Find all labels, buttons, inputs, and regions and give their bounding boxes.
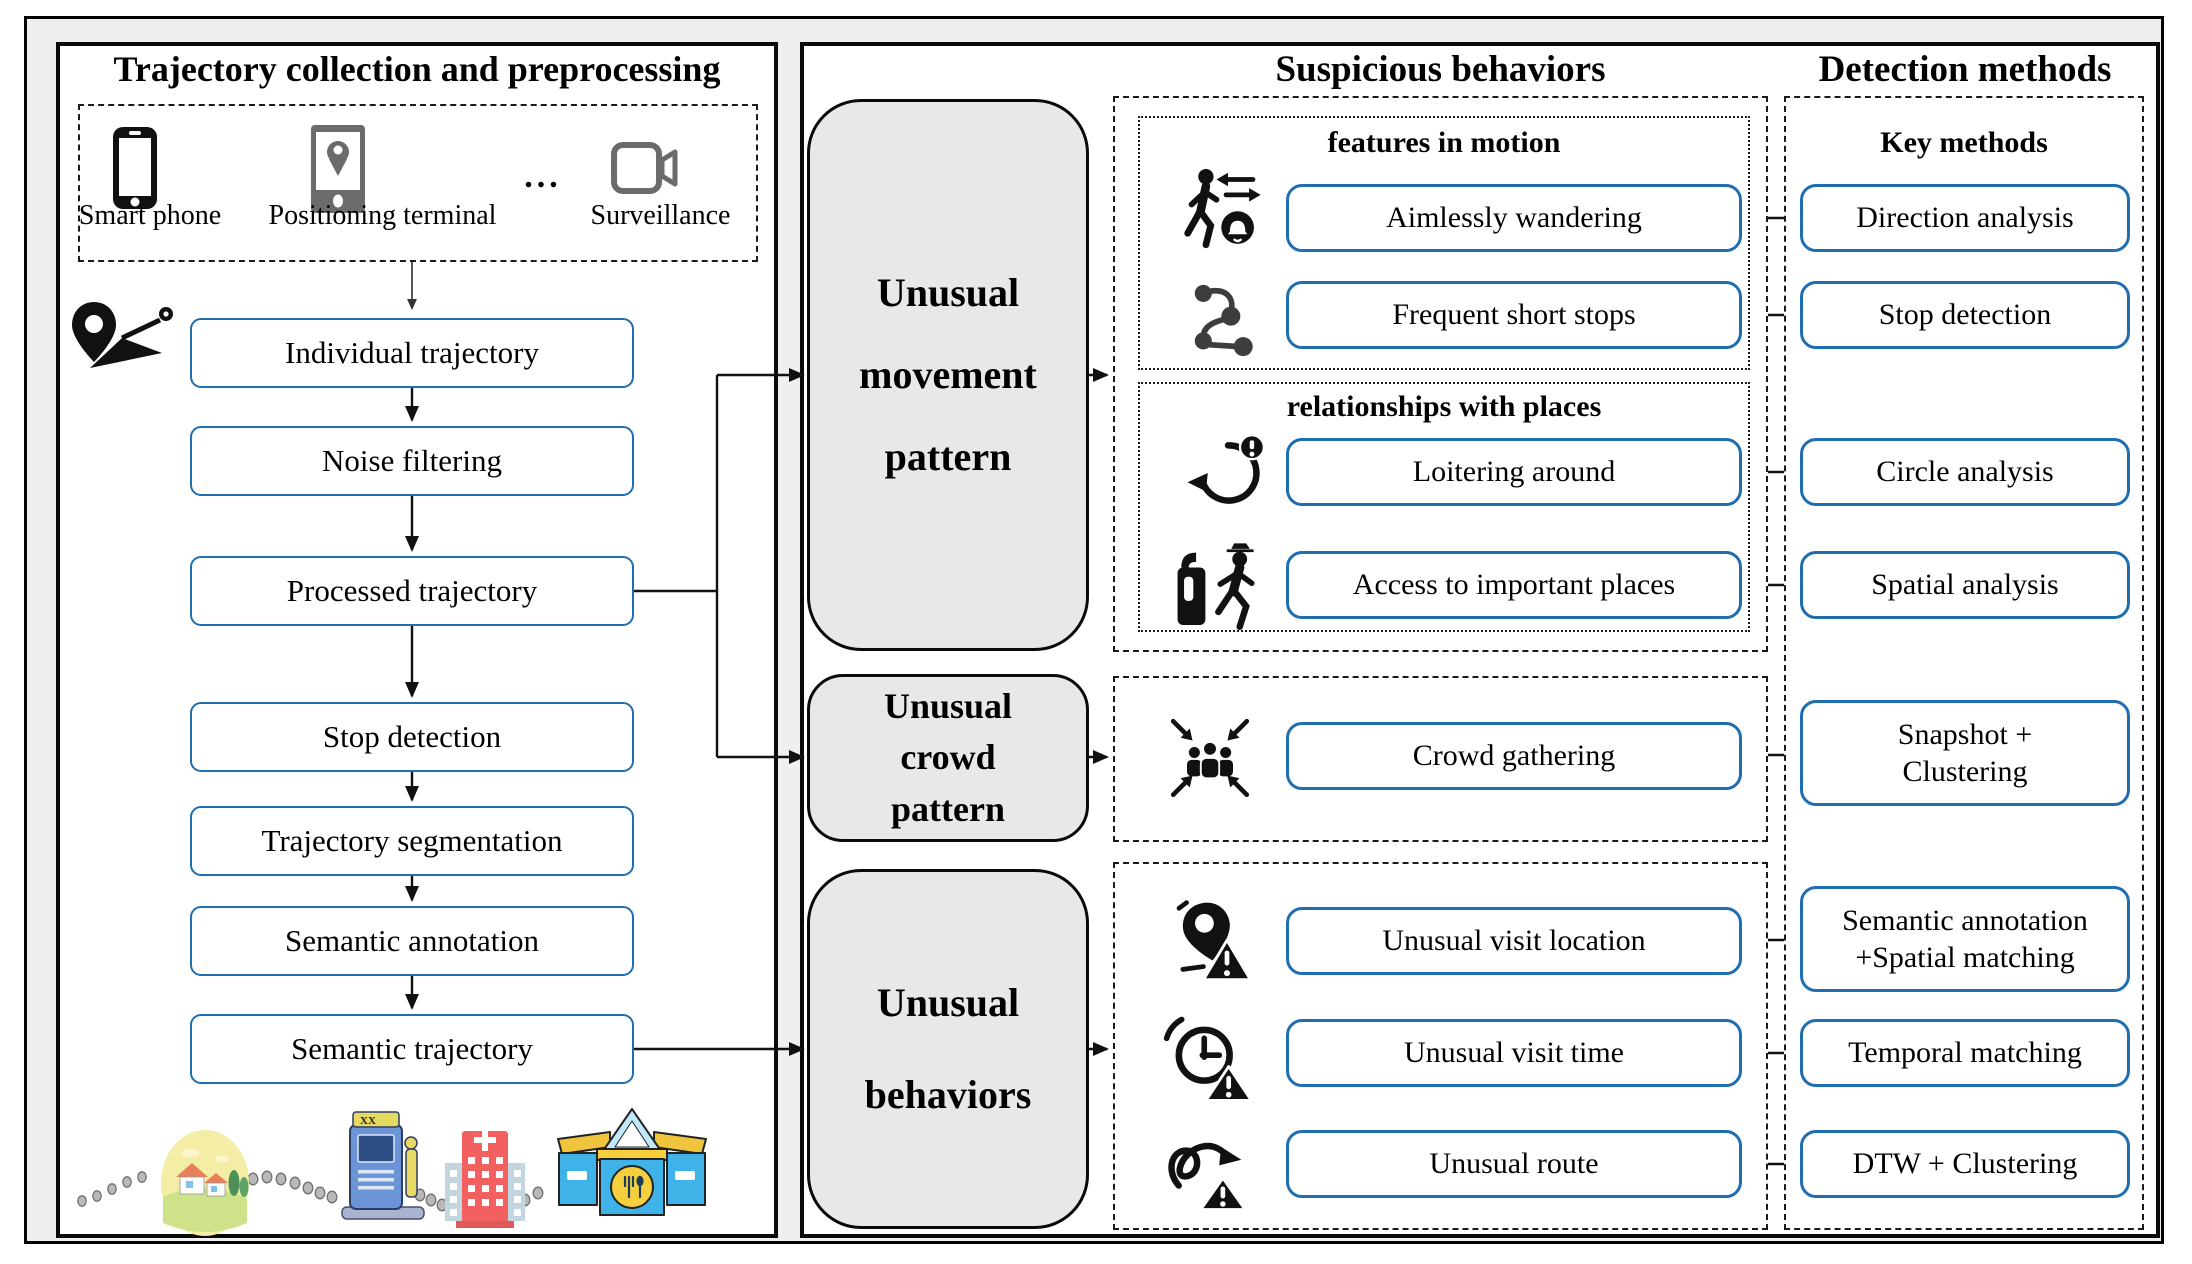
behavior-crowd-gathering: Crowd gathering — [1286, 722, 1742, 790]
gas-station-icon: XX — [341, 1111, 425, 1220]
flow-step-trajectory-segmentation: Trajectory segmentation — [190, 806, 634, 876]
left-panel-title: Trajectory collection and preprocessing — [113, 49, 721, 89]
method-circle-analysis: Circle analysis — [1800, 438, 2130, 506]
behavior-frequent-short-stops: Frequent short stops — [1286, 281, 1742, 349]
flow-step-individual-trajectory: Individual trajectory — [190, 318, 634, 388]
market-icon — [557, 1108, 707, 1216]
positioning-terminal-icon — [311, 125, 365, 213]
method-dtw-clustering: DTW + Clustering — [1800, 1130, 2130, 1198]
more-sources-ellipsis: ... — [524, 158, 562, 195]
smart-phone-label: Smart phone — [78, 200, 222, 231]
detection-methods-title: Detection methods — [1818, 49, 2112, 90]
key-methods-heading: Key methods — [1880, 126, 2048, 159]
countryside-icon — [161, 1130, 249, 1236]
wandering-person-icon — [1184, 168, 1261, 249]
relationships-with-places-heading: relationships with places — [1286, 390, 1602, 423]
method-spatial-analysis: Spatial analysis — [1800, 551, 2130, 619]
behavior-unusual-route: Unusual route — [1286, 1130, 1742, 1198]
unusual-crowd-pattern-box: Unusual crowd pattern — [807, 674, 1089, 842]
flow-step-noise-filtering: Noise filtering — [190, 426, 634, 496]
unusual-behaviors-box: Unusual behaviors — [807, 869, 1089, 1229]
gate-access-icon — [1177, 543, 1255, 631]
behavior-aimlessly-wandering: Aimlessly wandering — [1286, 184, 1742, 252]
flow-step-semantic-trajectory: Semantic trajectory — [190, 1014, 634, 1084]
features-in-motion-heading: features in motion — [1327, 126, 1561, 159]
method-stop-detection: Stop detection — [1800, 281, 2130, 349]
behavior-loitering-around: Loitering around — [1286, 438, 1742, 506]
behavior-unusual-visit-time: Unusual visit time — [1286, 1019, 1742, 1087]
dotted-route-icon — [1194, 284, 1253, 357]
location-warning-icon — [1176, 900, 1252, 982]
loitering-loop-icon — [1187, 434, 1266, 504]
suspicious-behaviors-title: Suspicious behaviors — [1275, 49, 1606, 90]
method-semantic-spatial-matching: Semantic annotation +Spatial matching — [1800, 886, 2130, 992]
crowd-gathering-icon — [1170, 718, 1250, 798]
semantic-places-illustration: XX — [77, 1108, 707, 1236]
smartphone-icon — [113, 127, 157, 209]
hospital-icon — [445, 1129, 525, 1228]
method-direction-analysis: Direction analysis — [1800, 184, 2130, 252]
method-snapshot-clustering: Snapshot + Clustering — [1800, 700, 2130, 806]
surveillance-label: Surveillance — [590, 200, 731, 231]
method-temporal-matching: Temporal matching — [1800, 1019, 2130, 1087]
trajectory-icon — [72, 302, 173, 368]
positioning-terminal-label: Positioning terminal — [268, 200, 497, 231]
unusual-movement-pattern-box: Unusual movement pattern — [807, 99, 1089, 651]
surveillance-camera-icon — [611, 142, 678, 194]
behavior-unusual-visit-location: Unusual visit location — [1286, 907, 1742, 975]
data-sources-box — [78, 104, 758, 262]
behavior-access-important-places: Access to important places — [1286, 551, 1742, 619]
route-warning-icon — [1168, 1142, 1247, 1211]
flow-step-semantic-annotation: Semantic annotation — [190, 906, 634, 976]
flow-step-processed-trajectory: Processed trajectory — [190, 556, 634, 626]
flow-step-stop-detection: Stop detection — [190, 702, 634, 772]
gas-label: XX — [360, 1115, 376, 1127]
clock-warning-icon — [1163, 1016, 1253, 1102]
